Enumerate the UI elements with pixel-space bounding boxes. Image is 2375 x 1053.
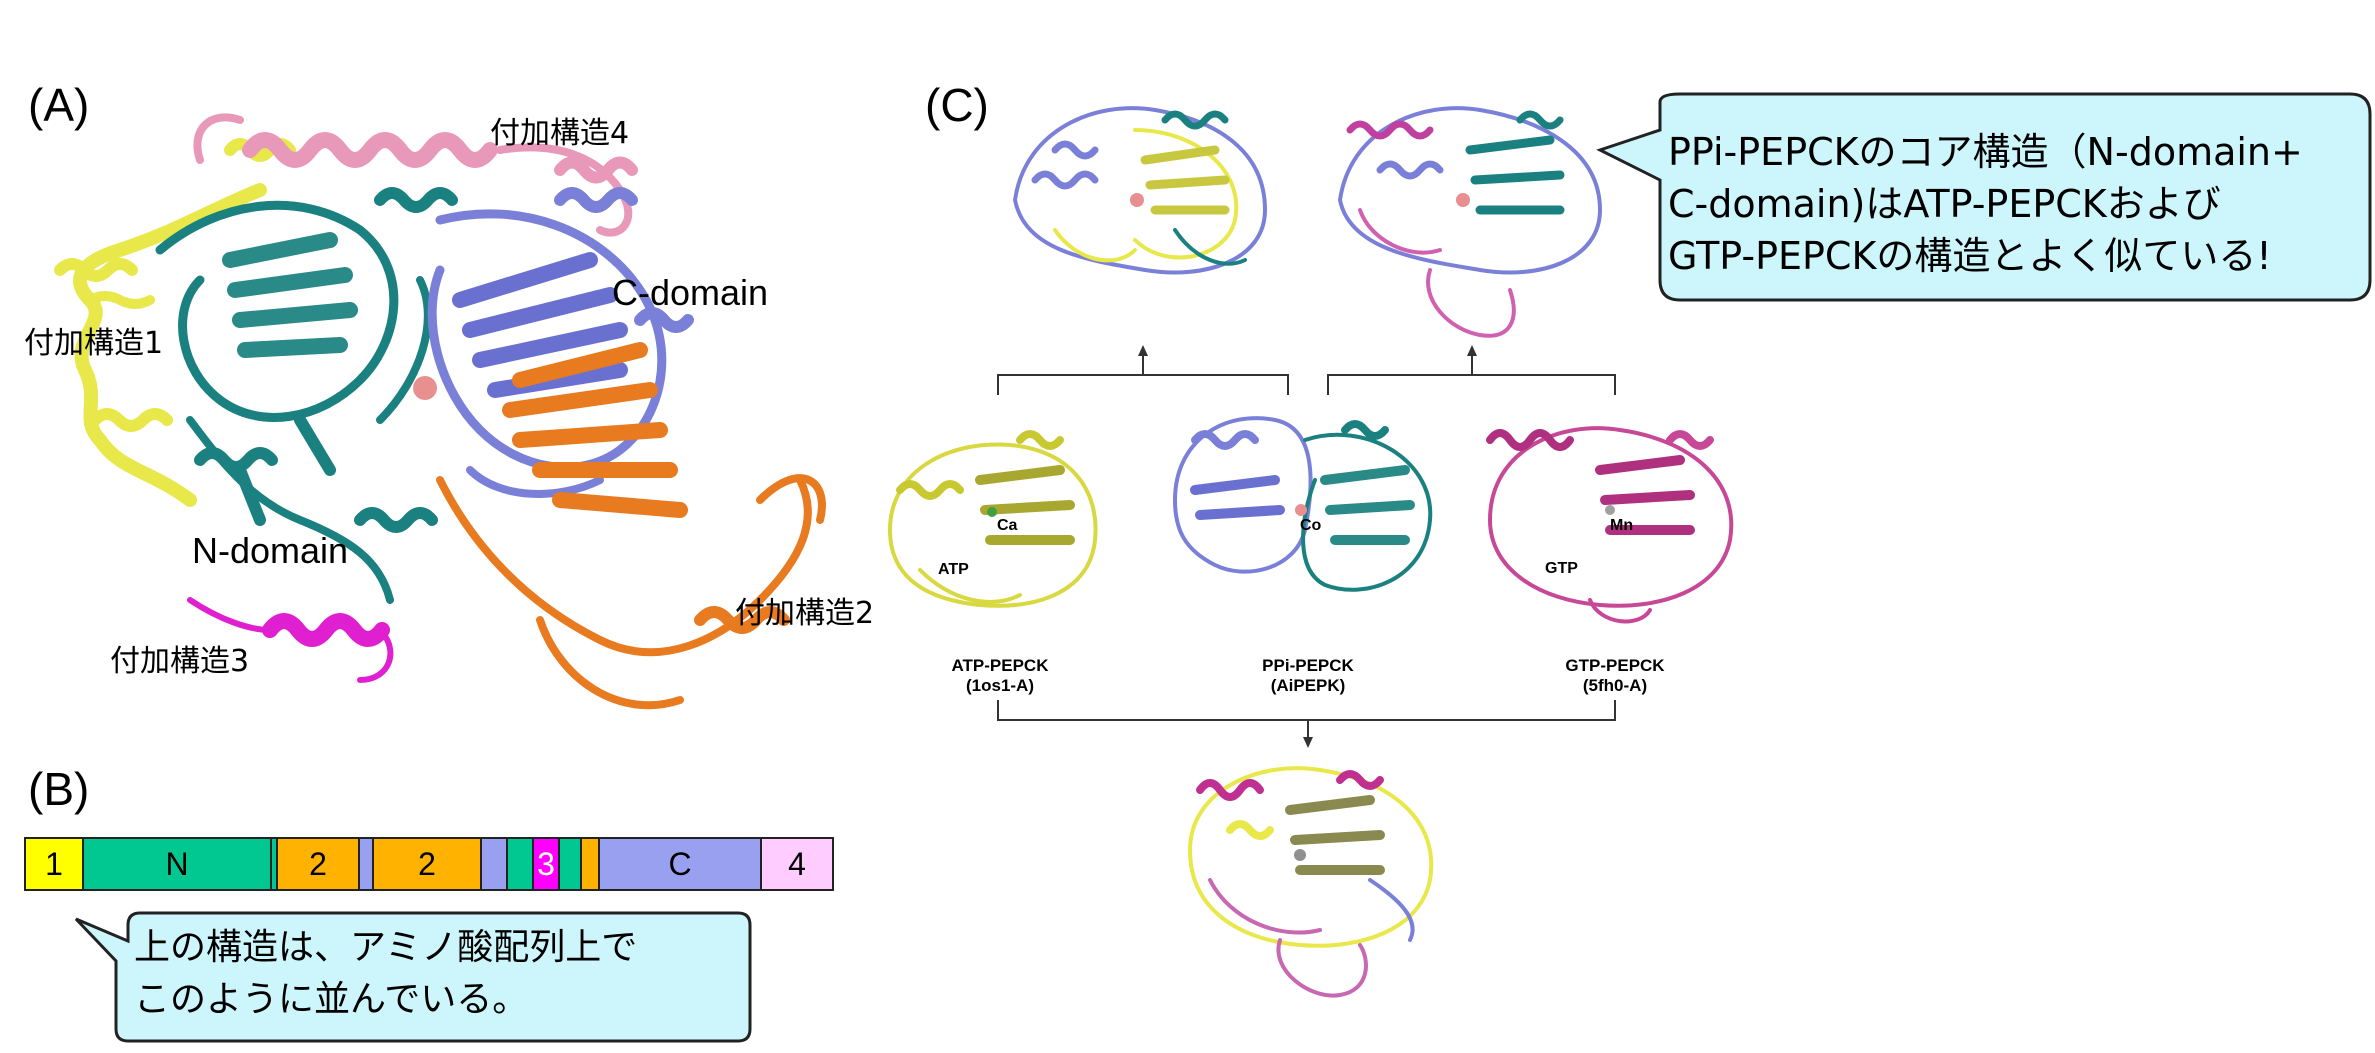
segment-1: 1 — [24, 837, 84, 891]
caption-atp-pepck: ATP-PEPCK (1os1-A) — [920, 656, 1080, 696]
caption-gtp-id: (5fh0-A) — [1582, 676, 1648, 695]
magenta-helix-region — [187, 597, 394, 683]
caption-ppi-pepck: PPi-PEPCK (AiPEPK) — [1228, 656, 1388, 696]
segment-3: 3 — [532, 837, 560, 891]
caption-ppi-id: (AiPEPK) — [1270, 676, 1346, 695]
segment-4: 4 — [760, 837, 834, 891]
segment-n-small-2 — [558, 837, 582, 891]
label-ca: Ca — [997, 517, 1018, 534]
label-fuka1: 付加構造1 — [24, 326, 164, 361]
panel-a-label: (A) — [28, 79, 90, 131]
metal-ion-sphere — [413, 376, 437, 400]
teal-n-domain-region — [155, 187, 458, 604]
caption-ppi-name: PPi-PEPCK — [1262, 656, 1354, 675]
superposition-all-three — [1187, 766, 1434, 998]
orange-region — [436, 342, 826, 710]
caption-atp-name: ATP-PEPCK — [951, 656, 1049, 675]
structure-atp-pepck — [887, 430, 1098, 608]
panel-a-protein-structure — [54, 113, 826, 710]
label-atp-ligand: ATP — [938, 561, 969, 578]
yellow-helix-region — [54, 138, 296, 507]
segment-2a: 2 — [276, 837, 360, 891]
panel-c-label: (C) — [925, 79, 989, 131]
caption-gtp-pepck: GTP-PEPCK (5fh0-A) — [1535, 656, 1695, 696]
segment-n: N — [82, 837, 272, 891]
label-mn: Mn — [1610, 517, 1634, 534]
segment-c: C — [598, 837, 762, 891]
callout-c-text: PPi-PEPCKのコア構造（N-domain+ C-domain)はATP-P… — [1668, 130, 2303, 278]
panel-b-label: (B) — [28, 763, 90, 815]
superposition-ppi-gtp — [1337, 106, 1603, 338]
label-n-domain: N-domain — [192, 530, 349, 571]
pink-helix-region — [193, 113, 638, 237]
label-fuka3: 付加構造3 — [110, 644, 250, 679]
label-gtp-ligand: GTP — [1545, 560, 1578, 577]
label-co: Co — [1300, 517, 1322, 534]
segment-c-small-2 — [480, 837, 508, 891]
callout-b-text: 上の構造は、アミノ酸配列上で このように並んでいる。 — [134, 927, 638, 1020]
caption-atp-id: (1os1-A) — [965, 676, 1034, 695]
callout-c-bubble — [1596, 92, 2372, 302]
label-fuka4: 付加構造4 — [490, 116, 630, 151]
label-fuka2: 付加構造2 — [735, 596, 875, 631]
structure-ppi-pepck — [1172, 416, 1433, 592]
slate-c-domain-region — [427, 187, 694, 498]
superposition-atp-ppi — [1012, 106, 1268, 275]
caption-gtp-name: GTP-PEPCK — [1565, 656, 1665, 675]
callout-b-bubble — [74, 911, 752, 1043]
structure-gtp-pepck — [1486, 426, 1734, 624]
label-c-domain: C-domain — [612, 272, 769, 313]
